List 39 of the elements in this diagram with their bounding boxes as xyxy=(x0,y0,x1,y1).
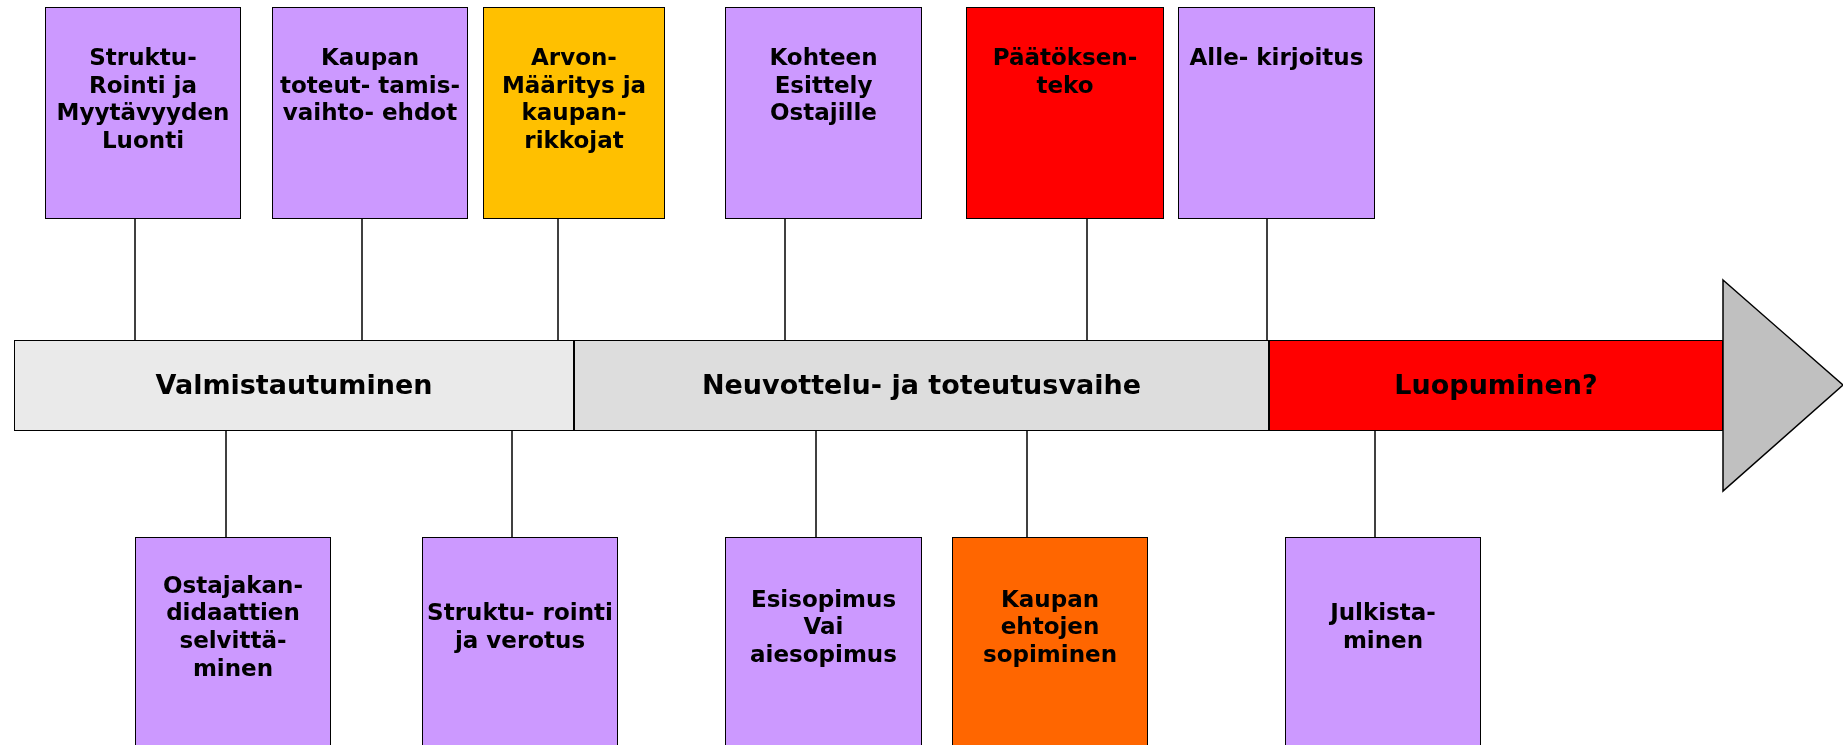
task-label: Struktu- rointi ja verotus xyxy=(426,599,614,655)
task-box xyxy=(1178,7,1375,219)
task-box xyxy=(725,7,922,219)
task-box xyxy=(135,537,331,745)
task-box xyxy=(966,7,1164,219)
task-box xyxy=(725,537,922,745)
task-label: Päätöksen- teko xyxy=(991,44,1139,100)
task-label: Ostajakan- didaattien selvittä- minen xyxy=(162,571,304,683)
connector-line xyxy=(1086,218,1088,341)
phase-label: Valmistautuminen xyxy=(155,369,433,402)
connector-line xyxy=(1266,218,1268,341)
connector-line xyxy=(511,430,513,538)
phase-band xyxy=(14,340,574,431)
task-label: Alle- kirjoitus xyxy=(1189,44,1364,72)
task-box xyxy=(952,537,1148,745)
task-box xyxy=(272,7,468,219)
connector-line xyxy=(225,430,227,538)
connector-line xyxy=(361,218,363,341)
task-box xyxy=(422,537,618,745)
connector-line xyxy=(1026,430,1028,538)
task-box xyxy=(483,7,665,219)
phase-label: Luopuminen? xyxy=(1394,369,1598,402)
task-box xyxy=(45,7,241,219)
phase-label: Neuvottelu- ja toteutusvaihe xyxy=(701,369,1142,402)
task-label: Kaupan ehtojen sopiminen xyxy=(981,585,1118,669)
task-label: Julkista- minen xyxy=(1328,599,1437,655)
connector-line xyxy=(784,218,786,341)
task-label: Kohteen Esittely Ostajille xyxy=(768,44,879,127)
phase-band xyxy=(1269,340,1723,431)
connector-line xyxy=(815,430,817,538)
task-label: Struktu- Rointi ja Myytävyyden Luonti xyxy=(55,44,231,155)
phase-band xyxy=(574,340,1269,431)
task-label: Arvon- Määritys ja kaupan- rikkojat xyxy=(500,44,648,155)
connector-line xyxy=(1374,430,1376,538)
task-label: Kaupan toteut- tamis- vaihto- ehdot xyxy=(279,44,461,127)
task-label: Esisopimus Vai aiesopimus xyxy=(749,585,898,669)
task-box xyxy=(1285,537,1481,745)
connector-line xyxy=(557,218,559,341)
connector-line xyxy=(134,218,136,341)
